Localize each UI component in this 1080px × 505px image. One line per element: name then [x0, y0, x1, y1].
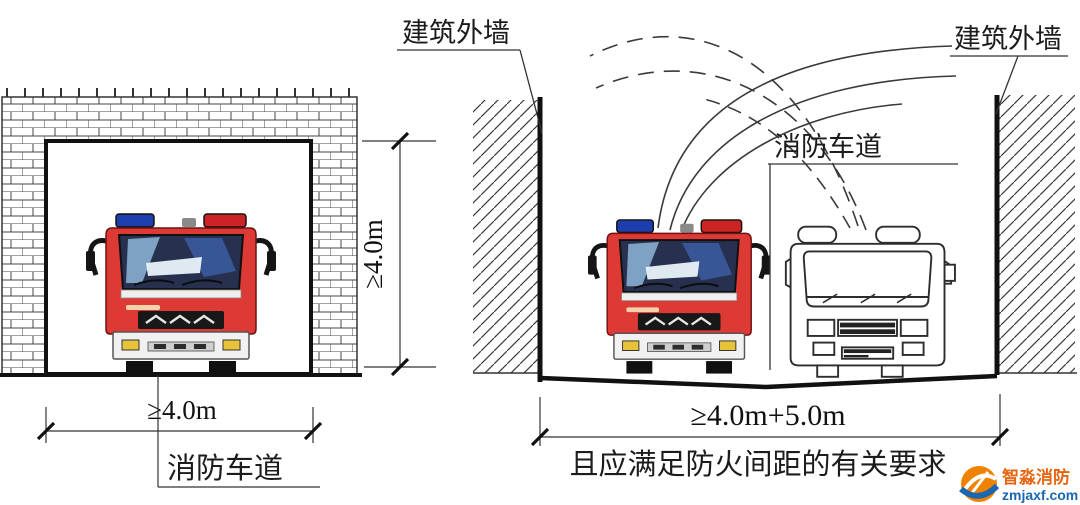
road-label-group: 消防车道 — [768, 132, 958, 370]
building-wall-right — [994, 95, 1077, 375]
ground-line — [539, 373, 998, 390]
watermark-brand: 智淼消防 — [1002, 467, 1070, 487]
height-dimension-text: ≥4.0m — [358, 219, 388, 289]
height-dimension: ≥4.0m — [358, 131, 436, 377]
road-label: 消防车道 — [167, 452, 283, 485]
building-wall-left — [473, 97, 543, 382]
zhimiao-logo-icon — [959, 466, 1000, 502]
fire-truck-red — [588, 220, 770, 374]
water-spray-arcs — [589, 35, 957, 233]
fire-truck-red — [86, 214, 276, 374]
wall-label-left: 建筑外墙 — [402, 18, 510, 48]
width-dimension: ≥4.0m+5.0m 且应满足防火间距的有关要求 — [530, 394, 1010, 481]
width-dimension-text: ≥4.0m — [147, 395, 217, 425]
wall-hatch — [473, 100, 540, 373]
wall-label-left-group: 建筑外墙 — [397, 18, 543, 134]
width-dimension: ≥4.0m — [36, 395, 323, 443]
wall-label-right: 建筑外墙 — [954, 24, 1062, 54]
right-figure: 建筑外墙 建筑外墙 消防车道 ≥4.0m+5.0m 且应满足防火间距的有关要求 — [397, 18, 1077, 481]
water-arc-dashed — [699, 97, 851, 229]
requirement-note: 且应满足防火间距的有关要求 — [569, 448, 946, 481]
road-label: 消防车道 — [774, 132, 882, 162]
water-arc-dashed — [589, 35, 859, 227]
watermark-website: zmjaxf.com — [1002, 487, 1078, 503]
watermark: 智淼消防 zmjaxf.com — [959, 466, 1078, 503]
water-arc-dashed — [595, 70, 867, 231]
wall-hatch — [997, 95, 1075, 373]
width-dimension-text: ≥4.0m+5.0m — [690, 399, 845, 432]
water-arc-solid — [669, 75, 957, 231]
wall-label-right-group: 建筑外墙 — [950, 24, 1068, 115]
road-label-group: 消防车道 — [157, 375, 320, 488]
water-arc-solid — [680, 103, 903, 233]
water-arc-solid — [657, 45, 953, 229]
left-figure: ≥4.0m ≥4.0m 消防车道 — [0, 88, 436, 488]
fire-truck-white — [784, 225, 956, 378]
